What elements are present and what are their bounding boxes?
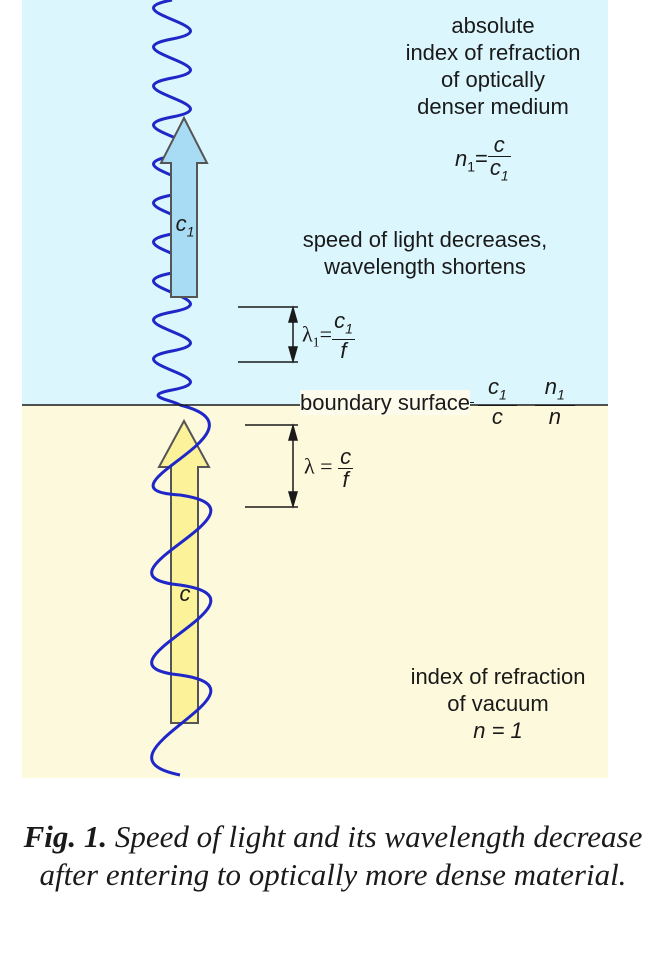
medium-line-1: absolute (451, 13, 535, 38)
caption-label: Fig. 1. (23, 819, 108, 854)
wavelength-1-marker (238, 305, 298, 364)
caption-text: Speed of light and its wavelength decrea… (39, 819, 643, 892)
medium-line-4: denser medium (417, 94, 569, 119)
vacuum-region (22, 405, 608, 778)
speed-arrow-c1 (159, 115, 209, 298)
vacuum-n-value: n = 1 (473, 718, 523, 743)
medium-line-2: index of refraction (405, 40, 581, 65)
speed-line-2: wavelength shortens (324, 254, 526, 279)
vacuum-label: index of refraction of vacuum n = 1 (383, 663, 613, 744)
optically-denser-medium-region (22, 0, 608, 405)
speed-line-1: speed of light decreases, (302, 227, 548, 252)
arrow-c-label: c (179, 581, 191, 606)
speed-decrease-label: speed of light decreases, wavelength sho… (275, 226, 575, 280)
wavelength-marker (245, 423, 298, 509)
medium-line-3: of optically (441, 67, 545, 92)
arrow-c1-label: c1 (175, 211, 195, 240)
vacuum-line-2: of vacuum (447, 691, 549, 716)
lower-light-wave (150, 403, 213, 777)
refraction-diagram (22, 0, 608, 778)
denser-medium-label: absolute index of refraction of opticall… (378, 12, 608, 120)
figure-caption: Fig. 1. Speed of light and its wavelengt… (0, 818, 666, 894)
vacuum-line-1: index of refraction (410, 664, 586, 689)
upper-light-wave (152, 0, 192, 407)
